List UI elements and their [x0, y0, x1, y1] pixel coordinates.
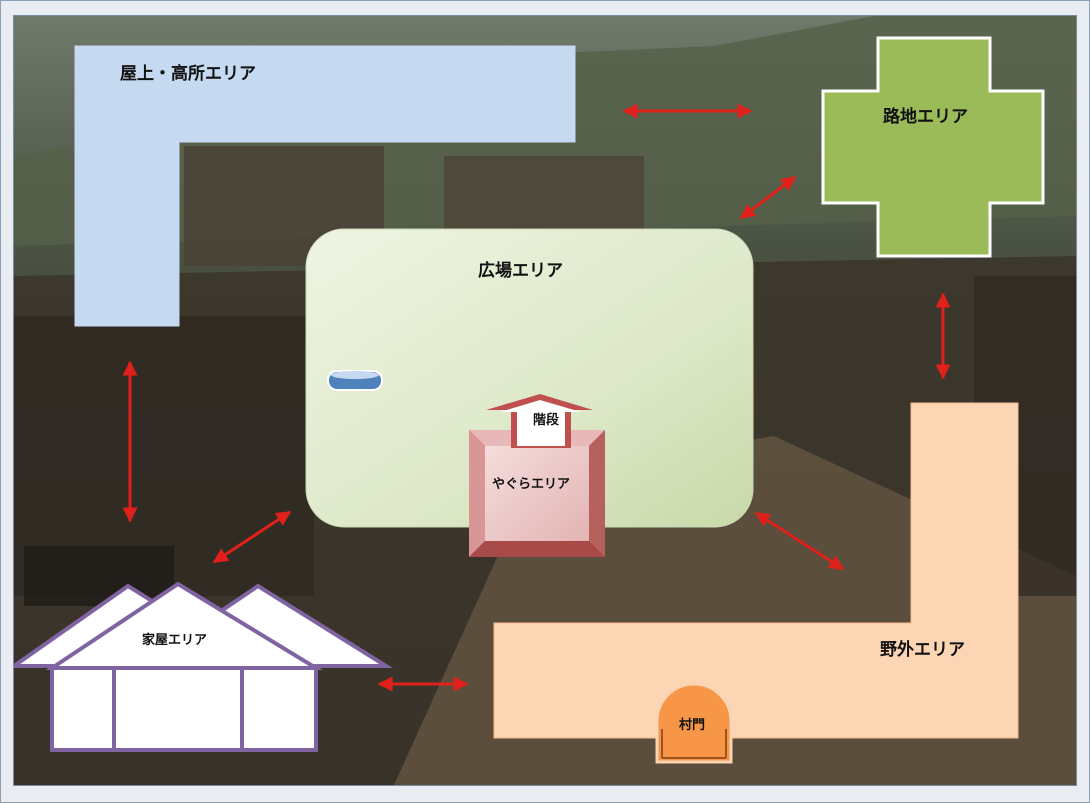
plaza-area: 広場エリア [305, 228, 754, 528]
arrow-plaza-outdoor [754, 511, 845, 571]
stairs-arrow: 階段 [486, 394, 593, 448]
arrow-house-plaza [212, 510, 292, 564]
alley-area: 路地エリア [821, 36, 1045, 258]
diagram-canvas: 屋上・高所エリア 路地エリア 広場エリア 野外エリア [13, 15, 1077, 786]
plaza-area-label: 広場エリア [478, 260, 563, 281]
alley-area-label: 路地エリア [883, 106, 968, 127]
house-area-label: 家屋エリア [142, 632, 207, 648]
arrow-plaza-alley [739, 175, 797, 220]
rooftop-area: 屋上・高所エリア [74, 45, 576, 327]
village-gate: 村門 [655, 682, 733, 764]
village-gate-label: 村門 [679, 717, 705, 733]
tower-area: やぐらエリア [469, 430, 605, 557]
well-icon [327, 370, 383, 391]
outdoor-area: 野外エリア [493, 402, 1019, 739]
tower-area-label: やぐらエリア [492, 477, 570, 492]
stairs-label: 階段 [533, 412, 559, 428]
connection-arrows [122, 103, 951, 692]
outdoor-area-label: 野外エリア [880, 639, 965, 660]
house-area: 家屋エリア [14, 581, 393, 752]
rooftop-area-label: 屋上・高所エリア [120, 63, 256, 84]
